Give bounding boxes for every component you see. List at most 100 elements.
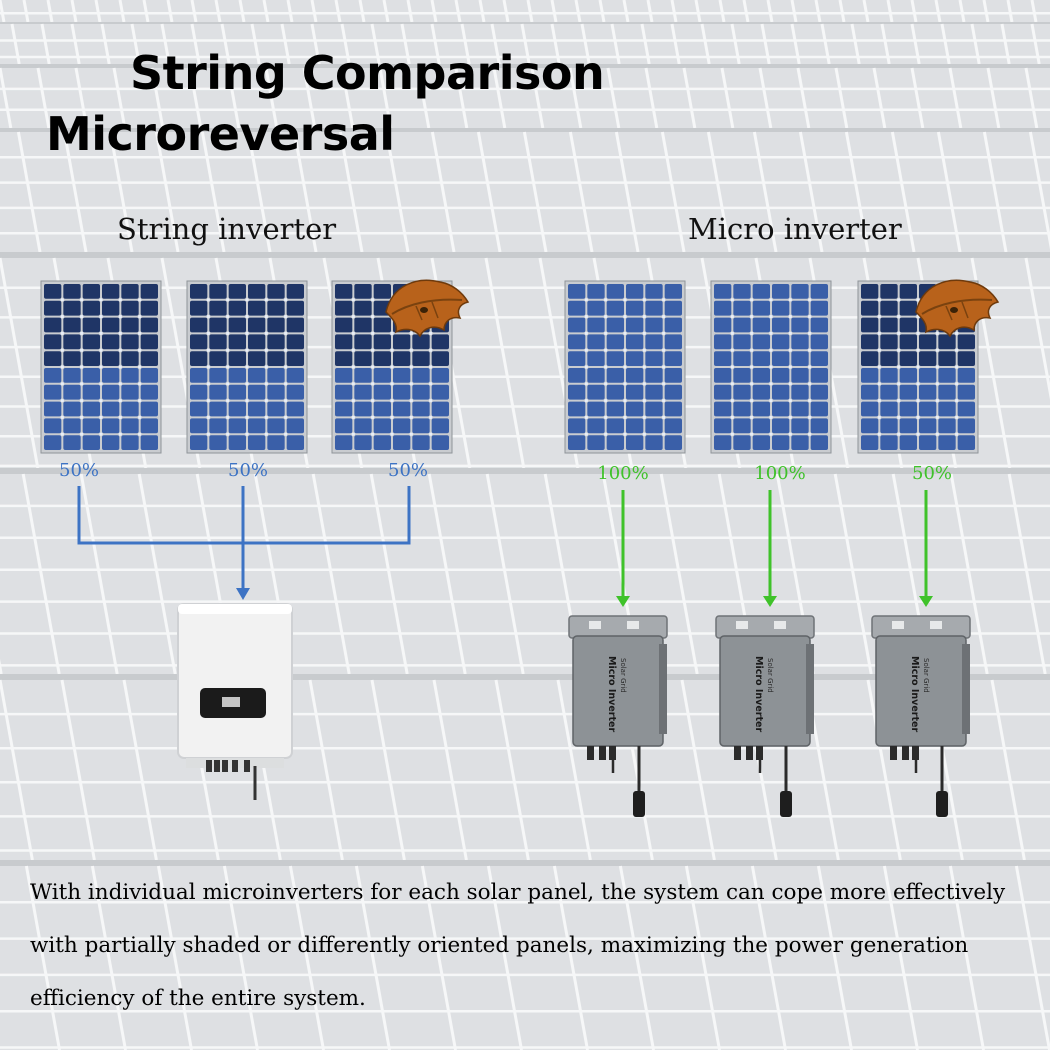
background-cell-line (22, 0, 30, 23)
panel-cell (664, 368, 682, 383)
panel-cell-joint (99, 331, 103, 335)
panel-cell (373, 401, 391, 417)
panel-cell-joint (877, 399, 881, 403)
background-cell-line (137, 473, 177, 675)
panel-cell (568, 317, 586, 333)
background-cell-line (310, 0, 318, 23)
panel-cell (752, 435, 770, 450)
panel-cell-joint (623, 315, 627, 319)
background-cell-line (833, 473, 873, 675)
panel-cell (286, 384, 304, 400)
string-panel-3-output: 50% (387, 460, 429, 481)
panel-cell (121, 401, 139, 417)
panel-cell-joint (604, 399, 608, 403)
panel-cell-joint (916, 415, 920, 419)
panel-cell (228, 351, 246, 366)
micro-inverter-connector (599, 746, 606, 760)
background-cell-line (378, 67, 393, 129)
panel-cell-joint (897, 315, 901, 319)
panel-cell (810, 317, 828, 333)
panel-cell (791, 351, 809, 366)
panel-cell (286, 334, 304, 350)
panel-cell (733, 317, 751, 333)
panel-cell-joint (788, 298, 792, 302)
micro-inverter-heading: Micro inverter (688, 212, 902, 246)
panel-cell-joint (897, 415, 901, 419)
background-cell-line (0, 679, 34, 861)
panel-cell-joint (206, 432, 210, 436)
string-inverter-heading: String inverter (117, 212, 337, 246)
panel-cell-joint (662, 382, 666, 386)
micro-solar-panel-2 (710, 280, 832, 454)
micro-inverter-model: Micro Inverter (909, 656, 920, 732)
panel-cell-joint (371, 315, 375, 319)
panel-cell (752, 368, 770, 383)
leaf-vein (945, 301, 969, 321)
panel-cell (568, 368, 586, 383)
panel-cell-joint (623, 298, 627, 302)
panel-cell-joint (730, 365, 734, 369)
leaf-vein (921, 298, 993, 315)
panel-cell-joint (916, 348, 920, 352)
panel-cell (606, 435, 624, 450)
panel-cell (335, 284, 353, 299)
panel-cell (209, 351, 227, 366)
background-cell-line (568, 67, 583, 129)
background-cell-line (949, 473, 989, 675)
panel-cell-joint (916, 331, 920, 335)
panel-cell (938, 351, 956, 366)
panel-cell (431, 401, 449, 417)
panel-cell (190, 418, 208, 434)
panel-cell (587, 351, 605, 366)
panel-cell (267, 401, 285, 417)
panel-cell-joint (264, 415, 268, 419)
panel-cell-joint (351, 315, 355, 319)
panel-cell-joint (80, 315, 84, 319)
background-cell-line (70, 0, 78, 23)
panel-cell-joint (750, 382, 754, 386)
panel-cell (82, 401, 100, 417)
micro-inverter-connector (587, 746, 594, 760)
panel-cell (938, 401, 956, 417)
background-cell-line (112, 67, 127, 129)
panel-cell (228, 334, 246, 350)
panel-cell (861, 284, 879, 299)
background-cell-line (574, 0, 582, 23)
micro-inverter-slot (736, 621, 748, 629)
panel-cell-joint (264, 331, 268, 335)
panel-cell (791, 300, 809, 316)
panel-cell-joint (351, 331, 355, 335)
panel-cell-joint (877, 298, 881, 302)
panel-cell (228, 418, 246, 434)
panel-cell (354, 401, 372, 417)
panel-cell (373, 284, 391, 299)
panel-cell-joint (916, 399, 920, 403)
background-cell-line (90, 865, 127, 1050)
panel-cell (286, 284, 304, 299)
panel-cell (733, 284, 751, 299)
panel-cell-joint (206, 415, 210, 419)
panel-cell-joint (623, 348, 627, 352)
panel-cell (209, 334, 227, 350)
panel-cell (431, 418, 449, 434)
micro-inverter-brand: Solar Grid (619, 658, 627, 693)
panel-cell-joint (935, 365, 939, 369)
panel-cell (645, 384, 663, 400)
panel-cell (919, 401, 937, 417)
panel-cell-joint (750, 365, 754, 369)
panel-cell (714, 284, 732, 299)
micro-inverter-side (806, 644, 814, 734)
panel-cell-joint (409, 415, 413, 419)
background-cell-line (680, 679, 716, 861)
panel-cell (354, 317, 372, 333)
panel-cell-joint (206, 382, 210, 386)
panel-cell-joint (642, 415, 646, 419)
panel-cell (63, 418, 81, 434)
panel-cell (880, 401, 898, 417)
panel-cell (190, 317, 208, 333)
panel-cell (354, 284, 372, 299)
panel-cell (664, 300, 682, 316)
panel-cell (412, 334, 430, 350)
panel-cell (587, 384, 605, 400)
panel-cell-joint (935, 415, 939, 419)
